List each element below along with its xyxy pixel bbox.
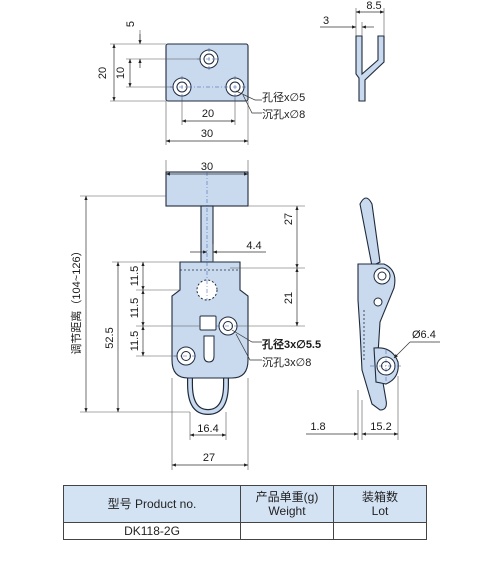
note-top-hole-dia: 孔径x∅5 [262,91,305,104]
table-row: DK118-2G [63,522,427,540]
note-top-countersink: 沉孔x∅8 [262,108,305,121]
dim-front-upper-len: 27 [283,213,295,225]
dim-front-bottom-width: 27 [203,452,215,464]
dim-side2-width: 15.2 [370,421,391,433]
dim-top-hole-offset-v: 10 [115,67,127,79]
dim-side2-offset: 1.8 [310,421,325,433]
note-front-countersink: 沉孔3x∅8 [262,356,311,369]
side-bracket [355,35,385,102]
note-front-hole-dia: 孔径3x∅5.5 [262,337,321,351]
cell-weight [240,522,334,540]
dim-top-hole-offset-top: 5 [125,21,137,27]
table-header-row: 型号 Product no. 产品单重(g) Weight 装箱数 Lot [63,485,427,523]
header-weight: 产品单重(g) Weight [240,485,334,523]
front-hook-wire [188,368,228,414]
front-top-plate [165,171,249,207]
latch-lever [357,263,396,411]
dim-front-top-width: 30 [201,161,213,173]
dim-front-bottom-inner: 16.4 [197,423,218,435]
dim-front-mid-len: 21 [283,292,295,304]
latch-handle [359,197,381,267]
note-adjust-range: 调节距离（104~126） [69,245,83,354]
dim-front-total: 52.5 [104,327,116,348]
front-view: 30 27 21 4.4 11.5 11.5 11.5 52.5 [69,160,321,470]
cell-model: DK118-2G [63,522,241,540]
dim-top-width: 30 [201,128,213,140]
spec-table: 型号 Product no. 产品单重(g) Weight 装箱数 Lot DK… [63,485,427,540]
cell-lot [333,522,427,540]
header-model: 型号 Product no. [63,485,241,523]
dim-top-hole-pitch: 20 [202,108,214,120]
dim-side-width: 8.5 [366,0,381,12]
side-view-top: 8.5 3 [320,0,385,102]
header-lot: 装箱数 Lot [333,485,427,523]
dim-front-v1: 11.5 [129,266,141,287]
dim-front-offset: 4.4 [246,240,261,252]
side-view-latch: Ø6.4 1.8 15.2 [306,197,440,440]
dim-top-height: 20 [97,67,109,79]
dim-front-v3: 11.5 [129,331,141,352]
top-view: 20 10 5 20 30 孔径x∅5 沉孔x∅8 [97,21,305,145]
dim-side-thickness: 3 [323,15,329,27]
dim-front-v2: 11.5 [129,298,141,319]
dim-side2-hole-dia: Ø6.4 [412,329,436,341]
